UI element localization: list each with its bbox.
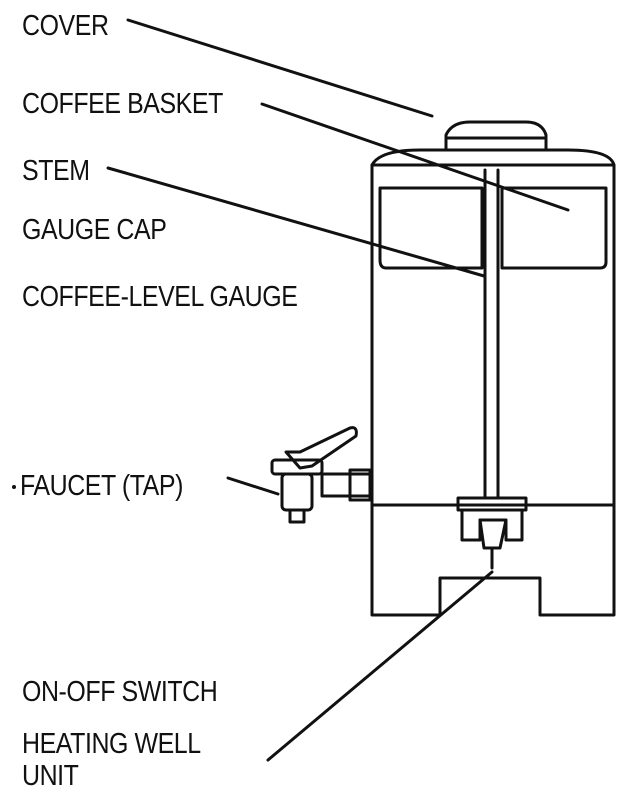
label-heating-well: HEATING WELL (22, 728, 201, 760)
label-on-off-switch: ON-OFF SWITCH (22, 676, 218, 708)
leader-faucet (226, 476, 280, 496)
leader-lines (106, 18, 570, 762)
leader-stem (106, 166, 486, 278)
label-coffee-basket: COFFEE BASKET (22, 88, 223, 120)
leader-cover (126, 18, 434, 118)
leader-on-off-switch (266, 570, 494, 762)
faucet (270, 426, 374, 524)
leader-coffee-basket (260, 102, 570, 212)
coffee-level-gauge (483, 168, 500, 500)
label-faucet: FAUCET (TAP) (20, 470, 183, 502)
on-off-switch (456, 496, 528, 570)
faucet-bullet (12, 485, 16, 489)
label-gauge-cap: GAUGE CAP (22, 214, 167, 246)
cover-knob (444, 120, 548, 152)
label-cover: COVER (22, 10, 109, 42)
urn-body (370, 148, 616, 617)
label-stem: STEM (22, 155, 90, 187)
label-unit: UNIT (22, 760, 79, 792)
coffee-basket (378, 186, 608, 270)
label-coffee-level-gauge: COFFEE-LEVEL GAUGE (22, 281, 298, 313)
